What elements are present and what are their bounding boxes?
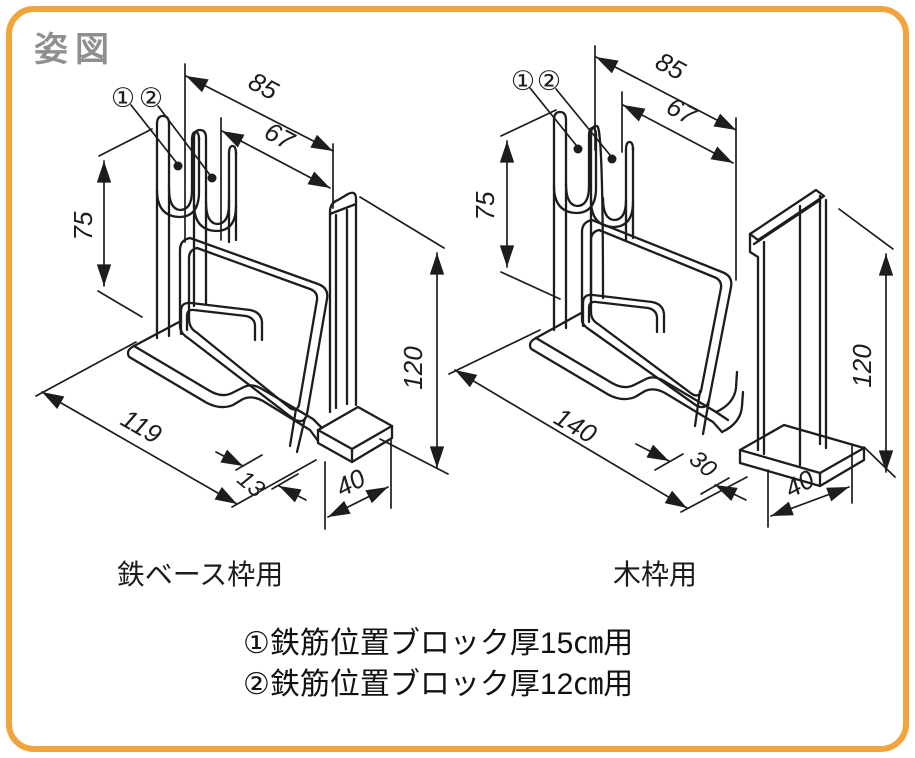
right-callout-dot-1 (573, 144, 583, 154)
left-vertical-plate (328, 191, 358, 414)
left-dim-120: 120 (398, 346, 428, 390)
right-base-rib (581, 293, 666, 334)
left-dim-40: 40 (331, 462, 371, 502)
right-dim-30: 30 (684, 445, 722, 483)
legend-notes: ①鉄筋位置ブロック厚15㎝用 ②鉄筋位置ブロック厚12㎝用 (243, 624, 703, 705)
right-callout-1: ① (511, 66, 535, 97)
left-frame-panel (178, 236, 329, 454)
left-dim-85: 85 (244, 66, 284, 106)
right-dim-120: 120 (847, 344, 877, 388)
left-callout-dot-1 (173, 161, 183, 171)
right-channel-column (748, 188, 828, 467)
left-callout-2: ② (139, 83, 163, 114)
left-dim-13: 13 (232, 465, 270, 503)
caption-steel-base-frame: 鉄ベース枠用 (116, 559, 284, 590)
legend-note-2: ②鉄筋位置ブロック厚12㎝用 (243, 667, 634, 701)
right-callouts: ① ② (511, 66, 617, 164)
left-dim-119: 119 (116, 403, 167, 450)
technical-drawing-canvas: 85 67 75 120 119 13 40 (35, 45, 896, 530)
right-dim-67: 67 (662, 91, 703, 132)
figure-right: 85 67 75 120 140 30 40 (448, 45, 896, 528)
right-dim-40: 40 (780, 463, 820, 503)
right-callout-dot-2 (607, 154, 617, 164)
right-dim-85: 85 (651, 46, 691, 86)
page-title: 姿図 (34, 31, 116, 69)
left-plate-foot (316, 405, 394, 464)
caption-wooden-frame: 木枠用 (612, 559, 697, 590)
right-dim-140: 140 (549, 401, 602, 449)
left-dim-75: 75 (68, 211, 98, 240)
left-base-rib (179, 301, 264, 342)
figure-left: 85 67 75 120 119 13 40 (35, 63, 449, 530)
left-callout-dot-2 (207, 173, 217, 183)
left-dim-67: 67 (260, 116, 301, 157)
right-dim-75: 75 (470, 191, 500, 220)
legend-note-1: ①鉄筋位置ブロック厚15㎝用 (243, 627, 634, 660)
right-dimensions: 85 67 75 120 140 30 40 (448, 45, 896, 528)
left-callouts: ① ② (111, 83, 217, 183)
right-callout-2: ② (537, 66, 561, 97)
left-dimensions: 85 67 75 120 119 13 40 (35, 63, 449, 530)
left-callout-1: ① (111, 83, 135, 114)
